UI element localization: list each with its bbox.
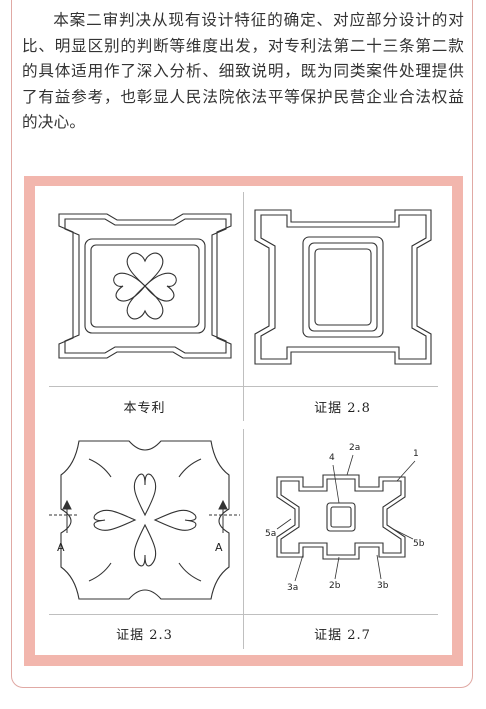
figure-patent: 本专利 — [49, 192, 240, 421]
label-3b: 3b — [377, 581, 389, 591]
figure-evidence-2-3: A A 证据 2.3 — [49, 429, 240, 649]
label-5a: 5a — [265, 529, 277, 539]
label-2a: 2a — [349, 443, 361, 453]
evidence-2-3-drawing — [49, 440, 240, 600]
caption-evidence-2-8: 证据 2.8 — [314, 401, 371, 416]
figure-evidence-2-7: 1 2a 4 5a 5b 3a 2b 3b 证据 2.7 — [247, 429, 438, 649]
label-a-left: A — [57, 541, 66, 554]
article-paragraph: 本案二审判决从现有设计特征的确定、对应部分设计的对比、明显区别的判断等维度出发，… — [22, 11, 464, 131]
figure-evidence-2-8: 证据 2.8 — [247, 192, 438, 421]
label-1: 1 — [413, 449, 419, 459]
figure-panel: 本专利 证据 2.8 — [35, 186, 452, 655]
figure-frame: 本专利 证据 2.8 — [24, 176, 463, 666]
label-4: 4 — [329, 453, 335, 463]
grid-divider — [243, 429, 244, 649]
label-5b: 5b — [413, 539, 425, 549]
patent-drawing — [58, 213, 232, 359]
grid-divider — [243, 192, 244, 421]
label-a-right: A — [215, 541, 224, 554]
evidence-2-8-drawing — [254, 209, 432, 365]
label-3a: 3a — [287, 583, 299, 593]
evidence-2-7-drawing — [276, 454, 416, 582]
caption-patent: 本专利 — [123, 401, 166, 416]
caption-evidence-2-3: 证据 2.3 — [116, 628, 173, 643]
label-2b: 2b — [329, 581, 341, 591]
caption-evidence-2-7: 证据 2.7 — [314, 628, 371, 643]
